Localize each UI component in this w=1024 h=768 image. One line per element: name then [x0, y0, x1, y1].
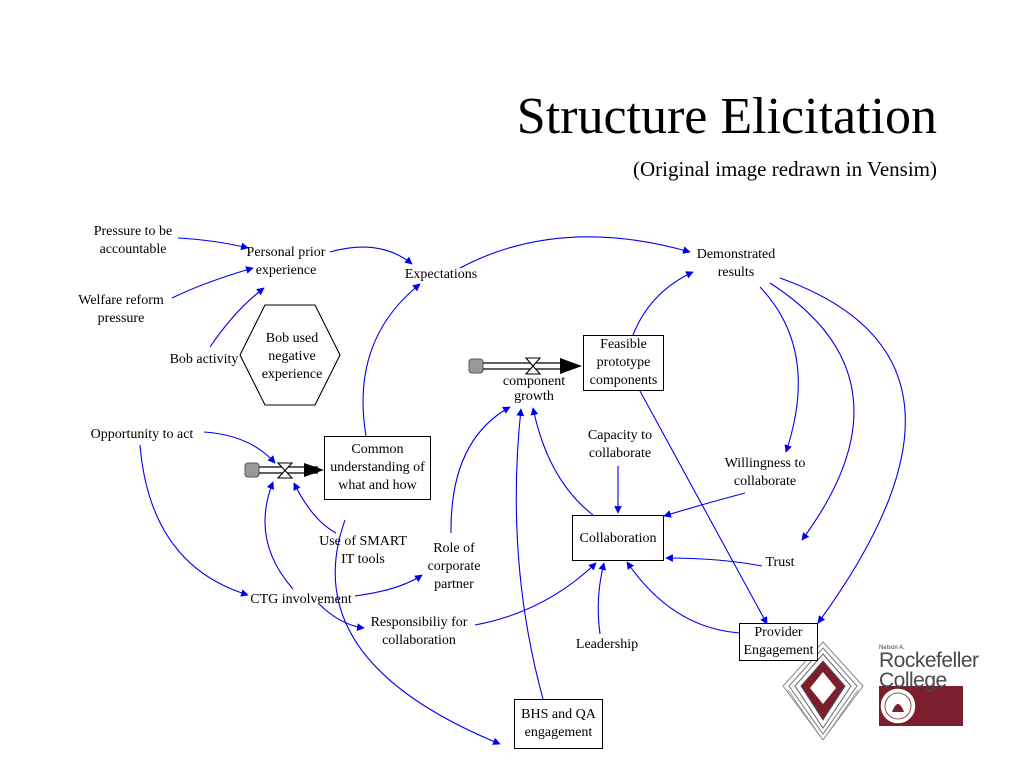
- link-willingness-collaboration: [663, 492, 746, 518]
- link-responsibility-collaboration: [474, 562, 597, 626]
- link-feasible-demonstrated: [632, 271, 694, 336]
- flow-component-growth: [468, 357, 582, 375]
- flow-common-understanding: [244, 462, 324, 479]
- logo-line2: College: [879, 668, 947, 692]
- var-personal-prior-experience: Personal prior experience: [246, 245, 326, 279]
- link-ctg-bhs: [334, 519, 501, 745]
- link-provider-collaboration: [626, 561, 741, 634]
- var-expectations: Expectations: [404, 267, 478, 282]
- link-opportunity-ctg: [139, 444, 249, 597]
- var-leadership: Leadership: [575, 637, 639, 652]
- link-opportunity-flow: [203, 431, 276, 464]
- hexagon-shape: [239, 304, 341, 406]
- link-ctg-opportunity-flow: [264, 481, 294, 590]
- link-collaboration-growth: [530, 407, 594, 516]
- link-bhs-growth: [515, 408, 544, 700]
- cloud-icon: [244, 462, 260, 478]
- link-ctg-responsibility: [317, 602, 365, 631]
- cloud-icon: [468, 358, 484, 374]
- slide-subtitle: (Original image redrawn in Vensim): [632, 157, 937, 181]
- rockefeller-seal-icon: [879, 686, 963, 726]
- link-pressure-personal: [177, 237, 249, 251]
- var-welfare-reform-pressure: Welfare reform pressure: [78, 293, 164, 327]
- var-role-of-corporate-partner: Role of corporate partner: [427, 541, 481, 593]
- link-demonstrated-provider: [779, 277, 906, 624]
- var-use-of-smart-it-tools: Use of SMART IT tools: [319, 534, 407, 568]
- link-leadership-collaboration: [597, 562, 607, 635]
- rockefeller-college-logo: Nelson A. Rockefeller College: [879, 645, 979, 691]
- link-feasible-provider: [639, 390, 768, 625]
- link-demonstrated-trust: [769, 282, 855, 541]
- var-component-growth: component growth: [502, 374, 566, 404]
- link-bob-personal: [209, 287, 265, 348]
- hexagon-label-bob-used-negative-experience: Bob used negative experience: [261, 331, 323, 383]
- logo-line1: Rockefeller: [879, 649, 979, 672]
- var-willingness-to-collaborate: Willingness to collaborate: [724, 456, 806, 490]
- var-responsibility-for-collaboration: Responsibiliy for collaboration: [370, 615, 468, 649]
- link-welfare-personal: [171, 266, 254, 299]
- var-trust: Trust: [765, 555, 795, 570]
- link-trust-collaboration: [665, 554, 763, 567]
- link-demonstrated-willingness: [759, 286, 799, 453]
- box-collaboration: Collaboration: [572, 515, 664, 561]
- link-expectations-demonstrated: [459, 236, 691, 269]
- box-bhs-and-qa-engagement: BHS and QA engagement: [514, 699, 603, 749]
- box-provider-engagement: Provider Engagement: [739, 623, 818, 661]
- var-demonstrated-results: Demonstrated results: [696, 247, 776, 281]
- valve-icon: [524, 357, 542, 375]
- var-capacity-to-collaborate: Capacity to collaborate: [587, 428, 653, 462]
- stock-common-understanding: Common understanding of what and how: [324, 436, 431, 500]
- logo-small-text: Nelson A.: [879, 645, 905, 651]
- link-role-growth: [450, 406, 511, 534]
- valve-icon: [276, 462, 294, 479]
- var-bob-activity: Bob activity: [169, 352, 239, 367]
- college-emblem-icon: [782, 641, 864, 741]
- link-personal-expectations: [329, 246, 413, 265]
- link-common-expectations: [362, 283, 421, 437]
- var-opportunity-to-act: Opportunity to act: [90, 427, 194, 442]
- link-smart-flow: [293, 482, 337, 534]
- slide-title: Structure Elicitation: [516, 88, 937, 145]
- stock-feasible-prototype-components: Feasible prototype components: [583, 335, 664, 391]
- var-pressure-to-be-accountable: Pressure to be accountable: [93, 224, 173, 258]
- link-ctg-role: [354, 574, 423, 597]
- var-ctg-involvement: CTG involvement: [250, 592, 352, 607]
